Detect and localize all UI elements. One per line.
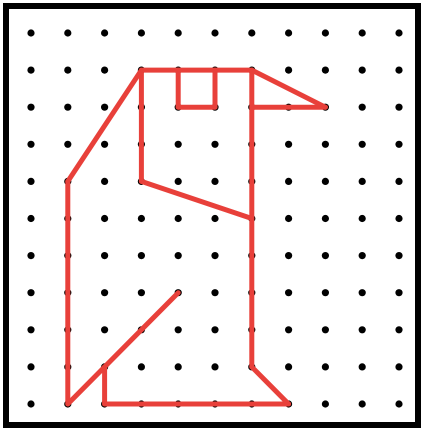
grid-dot	[211, 178, 218, 185]
grid-dot	[138, 215, 145, 222]
grid-dot	[64, 29, 71, 36]
grid-dot	[138, 363, 145, 370]
grid-dot	[359, 67, 366, 74]
grid-dot	[359, 104, 366, 111]
grid-dot	[211, 141, 218, 148]
grid-dot	[285, 289, 292, 296]
grid-dot	[395, 178, 402, 185]
grid-dot	[175, 141, 182, 148]
grid-dot	[359, 141, 366, 148]
grid-dot	[285, 252, 292, 259]
grid-dot	[101, 141, 108, 148]
grid-dot	[101, 104, 108, 111]
grid-dot	[138, 289, 145, 296]
grid-dot	[395, 141, 402, 148]
grid-dot	[359, 289, 366, 296]
grid-dot	[175, 178, 182, 185]
grid-dot	[322, 67, 329, 74]
grid-dot	[322, 178, 329, 185]
grid-dot	[101, 215, 108, 222]
grid-dot	[27, 363, 34, 370]
grid-dot	[27, 178, 34, 185]
grid-dot	[27, 141, 34, 148]
grid-dot	[211, 29, 218, 36]
grid-dot	[211, 252, 218, 259]
grid-dot	[27, 67, 34, 74]
grid-dot	[175, 215, 182, 222]
grid-dot	[322, 252, 329, 259]
grid-dot	[359, 326, 366, 333]
grid-dot	[248, 29, 255, 36]
grid-dot	[395, 215, 402, 222]
grid-dot	[27, 400, 34, 407]
grid-dot	[359, 215, 366, 222]
grid-dot	[359, 363, 366, 370]
grid-dot	[101, 289, 108, 296]
grid-dot	[359, 178, 366, 185]
grid-dot	[359, 252, 366, 259]
grid-dot	[285, 178, 292, 185]
grid-dot	[285, 141, 292, 148]
grid-dot	[101, 326, 108, 333]
grid-dot	[395, 400, 402, 407]
grid-dot	[101, 252, 108, 259]
grid-dot	[322, 289, 329, 296]
grid-dot	[27, 104, 34, 111]
grid-dot	[175, 326, 182, 333]
grid-dot	[211, 215, 218, 222]
grid-dot	[285, 326, 292, 333]
grid-dot	[285, 363, 292, 370]
grid-dot	[322, 29, 329, 36]
grid-dot	[64, 67, 71, 74]
grid-dot	[322, 141, 329, 148]
grid-dot	[138, 252, 145, 259]
grid-dot	[322, 400, 329, 407]
grid-dot	[395, 289, 402, 296]
grid-dot	[322, 215, 329, 222]
grid-dot	[27, 289, 34, 296]
grid-dot	[101, 178, 108, 185]
grid-dot	[175, 252, 182, 259]
grid-dot	[285, 29, 292, 36]
grid-dot	[211, 289, 218, 296]
grid-dot	[395, 363, 402, 370]
grid-dot	[285, 215, 292, 222]
grid-dot	[175, 29, 182, 36]
grid-dot	[359, 29, 366, 36]
grid-dot	[64, 141, 71, 148]
grid-dot	[395, 326, 402, 333]
grid-dot	[395, 104, 402, 111]
grid-dot	[27, 29, 34, 36]
grid-dot	[101, 29, 108, 36]
grid-dot	[359, 400, 366, 407]
grid-dot	[27, 252, 34, 259]
grid-dot	[211, 326, 218, 333]
grid-dot	[285, 67, 292, 74]
grid-dot	[101, 67, 108, 74]
grid-dot	[322, 363, 329, 370]
grid-dot	[395, 252, 402, 259]
grid-dot	[395, 67, 402, 74]
grid-dot	[211, 363, 218, 370]
grid-dot	[322, 326, 329, 333]
grid-dot	[64, 104, 71, 111]
grid-dot	[27, 215, 34, 222]
grid-dot	[27, 326, 34, 333]
grid-dot	[175, 363, 182, 370]
grid-dot	[138, 29, 145, 36]
grid-dot	[395, 29, 402, 36]
